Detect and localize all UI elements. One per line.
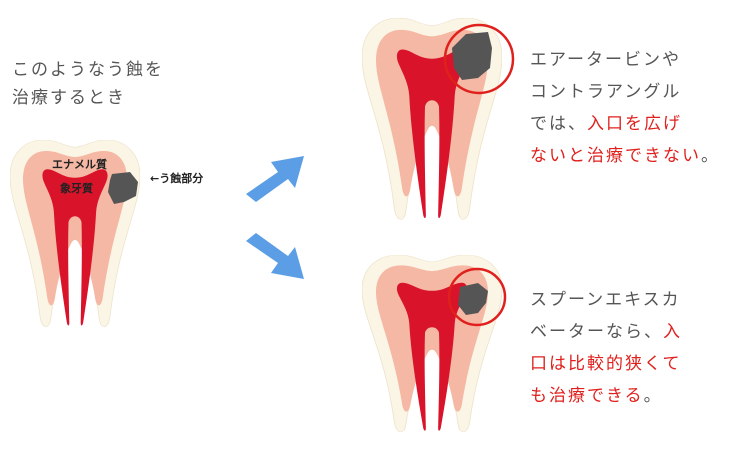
arrow-up-right (246, 156, 304, 202)
label-dentin: 象牙質 (60, 182, 93, 195)
label-caries: ←う蝕部分 (150, 172, 204, 185)
bottom-highlight-1: 入 (663, 322, 682, 342)
bottom-line-1: スプーンエキスカ (530, 290, 681, 310)
bottom-highlight-2: 口は比較的狭くて (530, 354, 682, 374)
top-line-3: では、入口を広げ (530, 114, 682, 134)
caries-narrow (458, 283, 488, 315)
arrow-down-right (246, 233, 304, 279)
caries-widened (452, 32, 492, 80)
intro-line-2: 治療するとき (12, 88, 126, 108)
top-line-1: エアータービンや (530, 50, 681, 70)
top-line-2: コントラアングル (530, 82, 682, 102)
top-highlight-1: 入口を広げ (587, 114, 682, 134)
bottom-case-text: スプーンエキスカ ベーターなら、入 口は比較的狭くて も治療できる。 (530, 284, 682, 412)
highlight-circle-top (443, 23, 515, 95)
label-enamel: エナメル質 (52, 158, 107, 171)
intro-line-1: このようなう蝕を (12, 60, 164, 80)
bottom-line-2: ベーターなら、入 (530, 322, 682, 342)
top-line-4: ないと治療できない。 (530, 146, 720, 166)
bottom-line-3: 口は比較的狭くて (530, 348, 682, 380)
bottom-highlight-3: も治療できる (530, 386, 644, 406)
bottom-line-4: も治療できる。 (530, 386, 663, 406)
top-highlight-2: ないと治療できない (530, 146, 701, 166)
caries-spot (108, 172, 138, 204)
highlight-circle-bottom (447, 267, 507, 327)
intro-text: このようなう蝕を 治療するとき (12, 56, 164, 112)
top-case-text: エアータービンや コントラアングル では、入口を広げ ないと治療できない。 (530, 44, 720, 172)
